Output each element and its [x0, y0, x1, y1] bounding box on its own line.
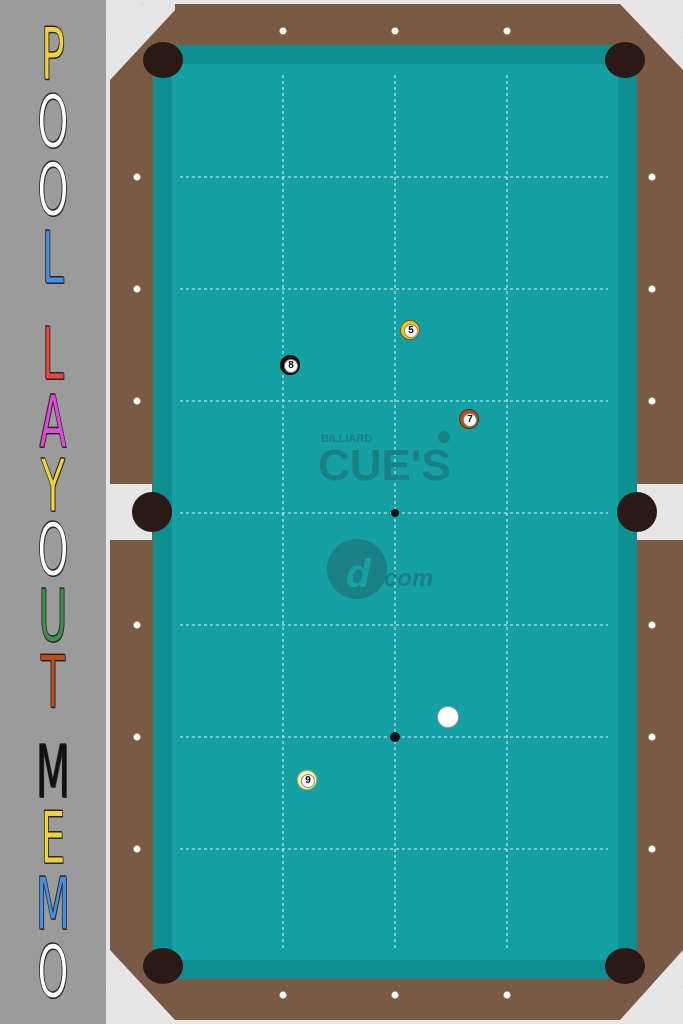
diamond-marker: [133, 845, 141, 853]
title-letter: U: [38, 574, 68, 658]
logo-cues-text: CUE'S: [318, 441, 451, 490]
title-letter: L: [41, 312, 65, 396]
diamond-marker: [279, 991, 287, 999]
logo-com-text: com: [384, 565, 433, 592]
diamond-grid: [180, 75, 608, 950]
diamond-marker: [503, 991, 511, 999]
pocket: [605, 948, 645, 984]
title-letter: M: [35, 730, 71, 814]
corner-pocket-caps: [106, 4, 683, 1020]
title-letter: O: [37, 148, 69, 232]
rail-diamonds: [133, 27, 656, 999]
logo-d-circle-icon: [327, 539, 387, 599]
title-letter: O: [37, 508, 69, 592]
ball-8[interactable]: 8: [280, 355, 300, 375]
diamond-marker: [133, 733, 141, 741]
ball-9[interactable]: 9: [297, 770, 317, 790]
diamond-marker: [648, 845, 656, 853]
diamond-marker: [133, 285, 141, 293]
title-letter: M: [35, 862, 71, 946]
diamond-marker: [648, 173, 656, 181]
logo-ball-icon: [438, 431, 450, 443]
diamond-marker: [391, 991, 399, 999]
cue-ball[interactable]: [437, 706, 459, 728]
diamond-marker: [648, 621, 656, 629]
ball-number: 5: [404, 324, 418, 338]
pocket: [605, 42, 645, 78]
diamond-marker: [648, 397, 656, 405]
title-letter: L: [41, 216, 65, 300]
title-letter: T: [40, 640, 66, 724]
ball-number: 7: [463, 413, 477, 427]
ball-5[interactable]: 5: [400, 320, 420, 340]
title-sidebar: P O O L L A Y O U T M E M O: [0, 0, 106, 1024]
diamond-marker: [133, 173, 141, 181]
ball-number: 9: [301, 774, 315, 788]
ball-7[interactable]: 7: [459, 409, 479, 429]
diamond-marker: [648, 285, 656, 293]
foot-spot: [390, 732, 400, 742]
pocket: [617, 492, 657, 532]
cues-logo: BILLIARD CUE'S: [318, 431, 451, 490]
logo-d-letter: d: [346, 552, 372, 596]
title-letter: A: [39, 380, 67, 464]
title-letter: P: [41, 12, 65, 96]
diamond-marker: [133, 397, 141, 405]
diamond-marker: [279, 27, 287, 35]
diamond-marker: [648, 733, 656, 741]
title-letter: E: [40, 796, 66, 880]
logo-billiard-text: BILLIARD: [321, 433, 372, 445]
diamond-marker: [391, 27, 399, 35]
title-letter: Y: [40, 444, 66, 528]
center-spot: [391, 509, 399, 517]
diamond-marker: [503, 27, 511, 35]
diamond-marker: [133, 621, 141, 629]
pocket: [132, 492, 172, 532]
title-letter: O: [37, 930, 69, 1014]
title-letter: O: [37, 80, 69, 164]
pockets: [132, 42, 657, 984]
dcom-logo: d com: [327, 539, 433, 599]
pocket: [143, 42, 183, 78]
pocket: [143, 948, 183, 984]
ball-number: 8: [284, 359, 298, 373]
